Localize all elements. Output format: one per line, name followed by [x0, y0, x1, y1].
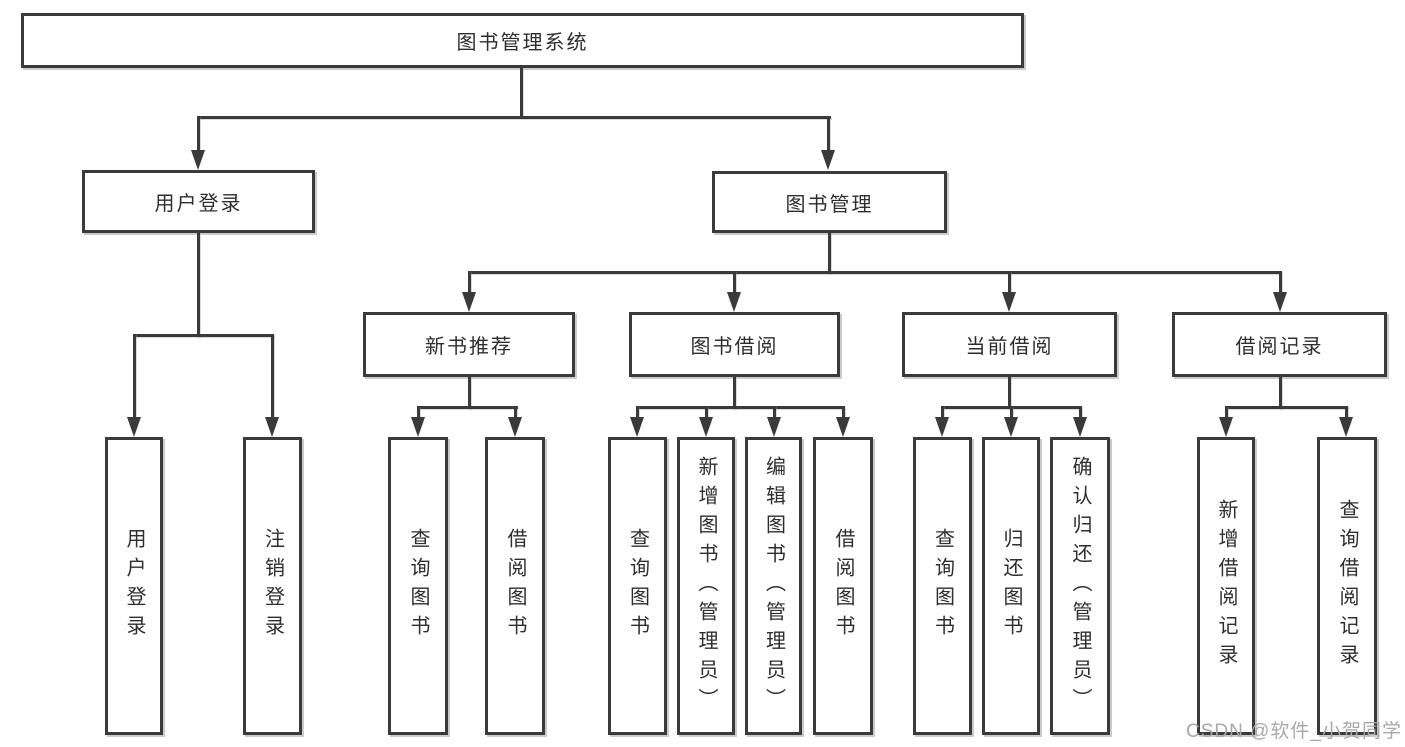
arrowhead-icon: [1002, 292, 1016, 312]
connector-to-new-book: [468, 271, 471, 295]
arrowhead-icon: [699, 417, 713, 437]
node-book-borrowing: 图书借阅: [629, 312, 840, 377]
node-root-library-system: 图书管理系统: [21, 13, 1024, 68]
leaf-edit-books-admin: 编辑图书（管理员）: [745, 437, 802, 735]
connector-to-leaf: [773, 406, 776, 421]
connector-borrow-record-stem: [1279, 377, 1282, 409]
connector-root-branch: [197, 116, 831, 119]
connector-to-leaf: [133, 334, 136, 419]
arrowhead-icon: [1004, 417, 1018, 437]
node-root-label: 图书管理系统: [456, 32, 589, 54]
arrowhead-icon: [1273, 292, 1287, 312]
connector-to-borrow-record: [1279, 271, 1282, 295]
leaf-add-books-admin: 新增图书（管理员）: [677, 437, 735, 735]
arrowhead-icon: [1219, 417, 1233, 437]
leaf-logout: 注销登录: [243, 437, 302, 735]
leaf-borrow-books-label: 借阅图书: [832, 528, 854, 644]
node-book-management-label: 图书管理: [785, 193, 874, 216]
arrowhead-icon: [1339, 417, 1353, 437]
connector-user-login-branch: [133, 334, 274, 337]
arrowhead-icon: [411, 417, 425, 437]
connector-to-leaf: [705, 406, 708, 421]
connector-current-borrow-stem: [1008, 377, 1011, 409]
leaf-borrow-books: 借阅图书: [813, 437, 873, 735]
leaf-confirm-return-admin: 确认归还（管理员）: [1050, 437, 1110, 735]
node-borrowing-records: 借阅记录: [1172, 312, 1387, 377]
node-book-borrowing-label: 图书借阅: [690, 336, 779, 358]
leaf-query-borrow-record-label: 查询借阅记录: [1336, 499, 1358, 673]
connector-to-leaf: [842, 406, 845, 421]
leaf-query-books-current: 查询图书: [913, 437, 972, 735]
node-user-login: 用户登录: [82, 170, 315, 233]
arrowhead-icon: [821, 150, 835, 170]
arrowhead-icon: [767, 417, 781, 437]
connector-to-current-borrow: [1008, 271, 1011, 295]
leaf-return-books-label: 归还图书: [1000, 528, 1022, 644]
connector-to-leaf: [417, 406, 420, 421]
leaf-user-login-label: 用户登录: [123, 528, 145, 644]
connector-to-leaf: [941, 406, 944, 421]
node-borrowing-records-label: 借阅记录: [1235, 336, 1324, 358]
leaf-add-borrow-record: 新增借阅记录: [1197, 437, 1255, 735]
leaf-query-books-borrowing: 查询图书: [608, 437, 667, 735]
connector-book-mgmt-branch: [468, 271, 1281, 274]
node-new-book-recommend: 新书推荐: [363, 312, 575, 377]
leaf-logout-label: 注销登录: [261, 528, 284, 644]
leaf-user-login: 用户登录: [105, 437, 163, 735]
csdn-watermark: CSDN @软件_小贺同学: [1186, 721, 1402, 742]
connector-root-to-book-mgmt: [827, 116, 830, 152]
node-user-login-label: 用户登录: [154, 193, 243, 215]
leaf-query-books-recommend: 查询图书: [388, 437, 448, 735]
connector-user-login-stem: [197, 233, 200, 337]
connector-to-leaf: [636, 406, 639, 421]
arrowhead-icon: [462, 292, 476, 312]
leaf-query-books-recommend-label: 查询图书: [407, 528, 429, 644]
leaf-add-books-admin-label: 新增图书（管理员）: [695, 455, 717, 717]
arrowhead-icon: [127, 417, 141, 437]
connector-book-borrow-branch: [636, 406, 844, 409]
leaf-borrow-books-recommend: 借阅图书: [485, 437, 545, 735]
leaf-borrow-books-recommend-label: 借阅图书: [504, 528, 526, 644]
node-current-borrowing: 当前借阅: [902, 312, 1117, 377]
connector-new-book-branch: [417, 406, 518, 409]
connector-to-book-borrow: [733, 271, 736, 295]
connector-to-leaf: [1010, 406, 1013, 421]
leaf-return-books: 归还图书: [982, 437, 1040, 735]
arrowhead-icon: [836, 417, 850, 437]
leaf-edit-books-admin-label: 编辑图书（管理员）: [762, 455, 785, 717]
arrowhead-icon: [935, 417, 949, 437]
connector-root-stem: [520, 68, 523, 117]
arrowhead-icon: [727, 292, 741, 312]
node-current-borrowing-label: 当前借阅: [965, 336, 1054, 358]
connector-to-leaf: [1225, 406, 1228, 421]
node-new-book-recommend-label: 新书推荐: [425, 336, 513, 358]
connector-book-borrow-stem: [733, 377, 736, 409]
connector-to-leaf: [514, 406, 517, 421]
leaf-query-books-borrowing-label: 查询图书: [626, 528, 649, 644]
arrowhead-icon: [630, 417, 644, 437]
connector-root-to-user-login: [197, 116, 200, 152]
connector-book-mgmt-stem: [828, 233, 831, 274]
connector-to-leaf: [271, 334, 274, 419]
leaf-add-borrow-record-label: 新增借阅记录: [1215, 499, 1237, 673]
arrowhead-icon: [265, 417, 279, 437]
leaf-query-borrow-record: 查询借阅记录: [1317, 437, 1377, 735]
arrowhead-icon: [508, 417, 522, 437]
connector-borrow-record-branch: [1225, 406, 1348, 409]
arrowhead-icon: [1073, 417, 1087, 437]
node-book-management: 图书管理: [712, 171, 947, 233]
leaf-confirm-return-admin-label: 确认归还（管理员）: [1069, 455, 1091, 717]
arrowhead-icon: [191, 150, 205, 170]
connector-to-leaf: [1079, 406, 1082, 421]
leaf-query-books-current-label: 查询图书: [931, 528, 954, 644]
connector-to-leaf: [1345, 406, 1348, 421]
connector-new-book-stem: [468, 377, 471, 409]
